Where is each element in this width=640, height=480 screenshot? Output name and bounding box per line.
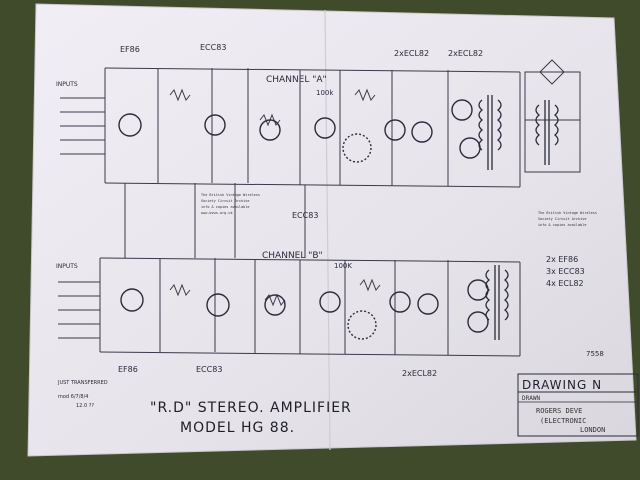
selector-switch-a: [342, 133, 372, 163]
title-block-company-2: (ELECTRONIC: [540, 417, 586, 425]
valve-list-line-3: 4x ECL82: [546, 279, 584, 288]
tube-ecc83-a2-symbol: [259, 119, 281, 141]
label-channel-a: CHANNEL "A": [266, 75, 327, 85]
valve-list-line-2: 3x ECC83: [546, 267, 585, 276]
label-ef86-bottom: EF86: [118, 365, 138, 374]
title-block-drawing-no: DRAWING N: [522, 378, 602, 392]
tube-ecl82-a1-symbol: [384, 119, 406, 141]
label-ecc83-top: ECC83: [200, 43, 226, 52]
transformer-a: [478, 95, 502, 170]
stamp-center-line-3: info & copies available: [201, 205, 249, 209]
title-block: DRAWING N DRAWN ROGERS DEVE (ELECTRONIC …: [517, 373, 639, 437]
tube-ecc83-a3-symbol: [314, 117, 336, 139]
label-ecl82-a2: 2xECL82: [448, 49, 483, 58]
tube-ecc83-b3-symbol: [319, 291, 341, 313]
stamp-right-line-3: info & copies available: [538, 223, 586, 227]
label-inputs-b: INPUTS: [56, 263, 78, 270]
note-line-3: 12.0 ??: [76, 403, 94, 409]
sheet-fold: [324, 9, 331, 451]
stamp-right-line-1: The British Vintage Wireless: [538, 211, 597, 215]
tube-ecl82-b4-symbol: [467, 311, 489, 333]
tube-ecc83-a-symbol: [204, 114, 226, 136]
note-line-2: mod 6/7/8/4: [58, 394, 88, 400]
label-inputs-a: INPUTS: [56, 81, 78, 88]
drawing-model: MODEL HG 88.: [180, 420, 295, 436]
label-pot-b: 100K: [334, 262, 352, 270]
label-ef86-top: EF86: [120, 45, 140, 54]
tube-ecc83-b2-symbol: [264, 294, 286, 316]
mains-transformer: [535, 100, 559, 165]
label-ecc83-bottom: ECC83: [196, 365, 222, 374]
title-block-company-3: LONDON: [580, 426, 605, 434]
archive-stamp-right: The British Vintage Wireless Society Cir…: [538, 211, 597, 227]
label-ecc83-mid: ECC83: [292, 211, 318, 220]
stamp-center-line-4: www.bvws.org.uk: [201, 211, 234, 215]
tube-ef86-a-symbol: [118, 113, 142, 137]
label-channel-b: CHANNEL "B": [262, 251, 323, 261]
title-block-company-1: ROGERS DEVE: [536, 407, 582, 415]
transformer-b: [485, 265, 509, 340]
schematic-sheet: [27, 3, 637, 457]
stamp-right-line-2: Society Circuit Archive: [538, 217, 586, 221]
valve-list-line-1: 2x EF86: [546, 255, 578, 264]
label-pot-a: 100k: [316, 89, 334, 97]
tubes-channel-b: [120, 279, 489, 340]
tube-ecl82-b2-symbol: [417, 293, 439, 315]
drawing-title: "R.D" STEREO. AMPLIFIER: [150, 400, 352, 416]
tube-ef86-b-symbol: [120, 288, 144, 312]
label-ecl82-b: 2xECL82: [402, 369, 437, 378]
tube-ecl82-b3-symbol: [467, 279, 489, 301]
schematic-wiring: [58, 59, 581, 357]
note-line-1: JUST TRANSFERRED: [57, 380, 108, 386]
stamp-center-line-1: The British Vintage Wireless: [201, 193, 260, 197]
selector-switch-b: [347, 310, 377, 340]
stamp-center-line-2: Society Circuit Archive: [201, 199, 249, 203]
tube-ecl82-a3-symbol: [451, 99, 473, 121]
tube-ecl82-b1-symbol: [389, 291, 411, 313]
label-ecl82-a1: 2xECL82: [394, 49, 429, 58]
corner-number: 7558: [586, 350, 604, 358]
archive-stamp-center: The British Vintage Wireless Society Cir…: [201, 193, 260, 215]
tube-ecc83-b-symbol: [206, 293, 230, 317]
title-block-drawn: DRAWN: [522, 395, 540, 402]
tube-ecl82-a2-symbol: [411, 121, 433, 143]
